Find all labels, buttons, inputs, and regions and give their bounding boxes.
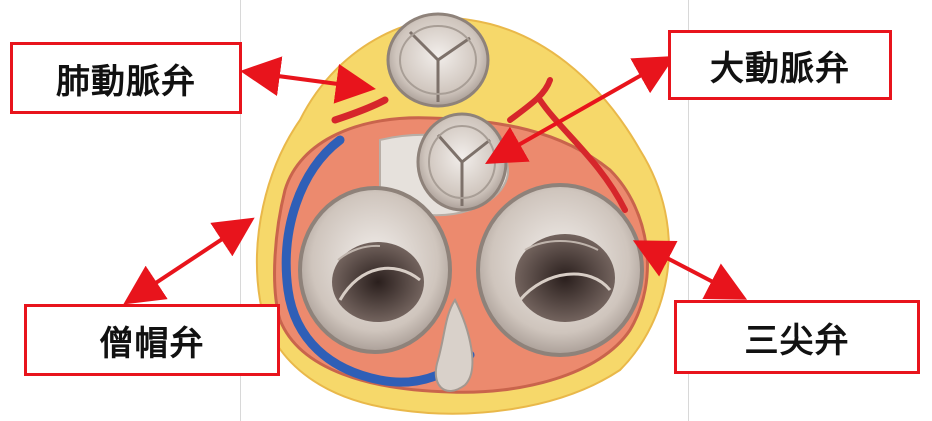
label-pulmonary-text: 肺動脈弁: [56, 54, 196, 103]
mitral-valve: [300, 188, 450, 352]
label-tricuspid-valve: 三尖弁: [674, 300, 920, 374]
pulmonary-valve: [388, 14, 488, 106]
label-aortic-valve: 大動脈弁: [668, 30, 892, 100]
aortic-valve: [418, 114, 506, 210]
arrow-mitral: [130, 222, 248, 300]
label-aortic-text: 大動脈弁: [710, 41, 850, 90]
label-pulmonary-valve: 肺動脈弁: [10, 42, 242, 114]
tricuspid-valve: [478, 185, 642, 355]
label-mitral-valve: 僧帽弁: [24, 304, 280, 376]
label-mitral-text: 僧帽弁: [100, 316, 205, 365]
label-tricuspid-text: 三尖弁: [745, 313, 850, 362]
